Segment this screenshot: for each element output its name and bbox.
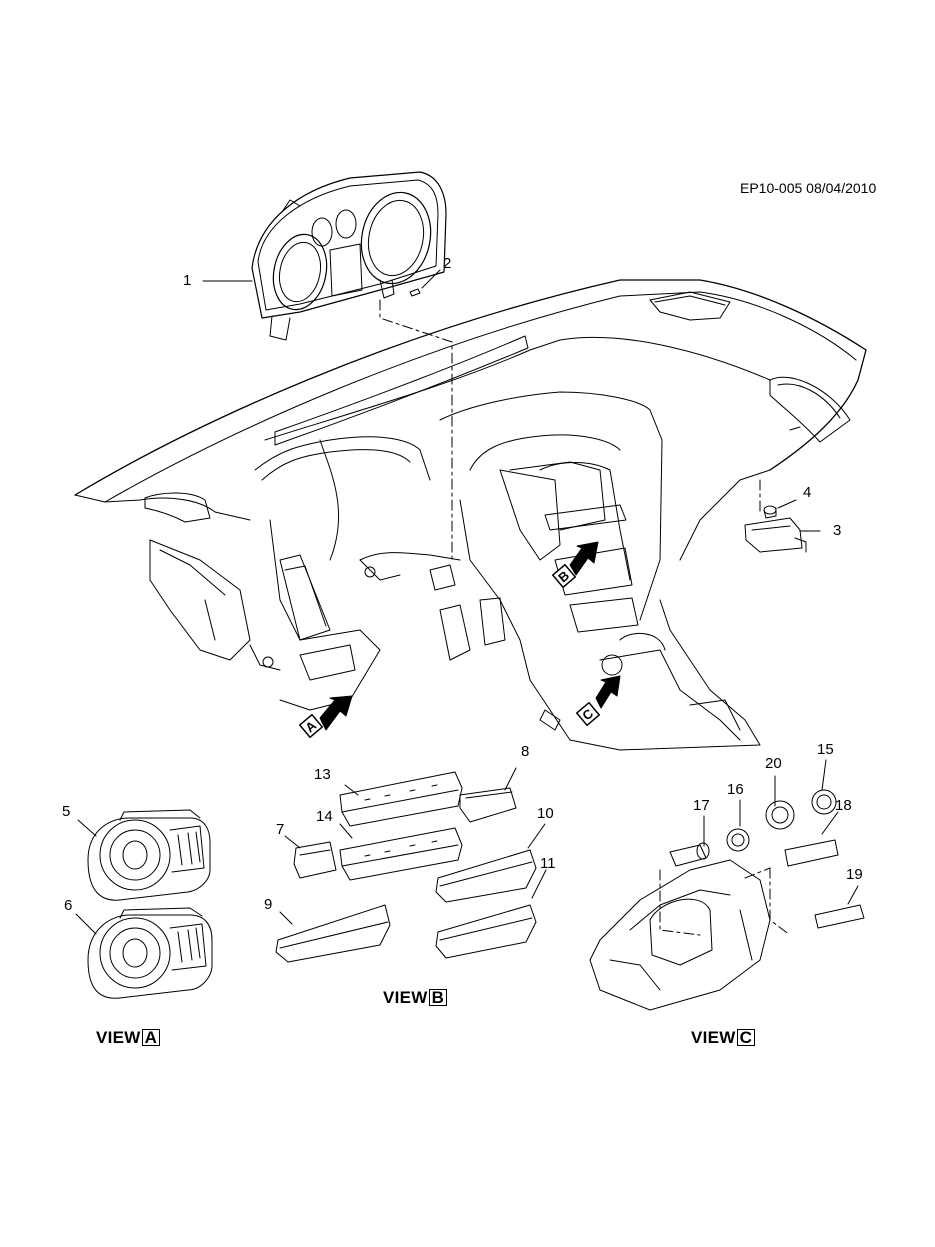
callout-3: 3 <box>833 522 842 539</box>
callout-14: 14 <box>316 808 333 825</box>
callout-20: 20 <box>765 755 782 772</box>
view-a-text: VIEW <box>96 1028 141 1047</box>
callout-7: 7 <box>276 821 285 838</box>
view-c-drawing <box>589 789 865 1011</box>
callout-17: 17 <box>693 797 710 814</box>
callout-6: 6 <box>64 897 73 914</box>
callout-9: 9 <box>264 896 273 913</box>
callout-leaders <box>75 269 859 935</box>
view-arrows <box>298 541 621 739</box>
callout-16: 16 <box>727 781 744 798</box>
dashboard-drawing <box>74 279 867 751</box>
instrument-cluster-drawing <box>251 171 447 341</box>
bracket-part-drawing <box>744 505 807 553</box>
callout-15: 15 <box>817 741 834 758</box>
view-b-text: VIEW <box>383 988 428 1007</box>
callout-2: 2 <box>443 255 452 272</box>
view-b-drawing <box>275 771 537 963</box>
view-c-text: VIEW <box>691 1028 736 1047</box>
document-id: EP10-005 08/04/2010 <box>740 180 877 196</box>
callout-4: 4 <box>803 484 812 501</box>
callout-13: 13 <box>314 766 331 783</box>
callout-10: 10 <box>537 805 554 822</box>
callout-11: 11 <box>540 855 556 872</box>
callout-5: 5 <box>62 803 71 820</box>
view-b-letter: B <box>428 989 448 1006</box>
callout-18: 18 <box>835 797 852 814</box>
callout-1: 1 <box>183 272 192 289</box>
view-a-letter: A <box>141 1029 161 1046</box>
callout-19: 19 <box>846 866 863 883</box>
callout-8: 8 <box>521 743 530 760</box>
view-a-drawing <box>87 809 213 999</box>
view-c-letter: C <box>736 1029 756 1046</box>
